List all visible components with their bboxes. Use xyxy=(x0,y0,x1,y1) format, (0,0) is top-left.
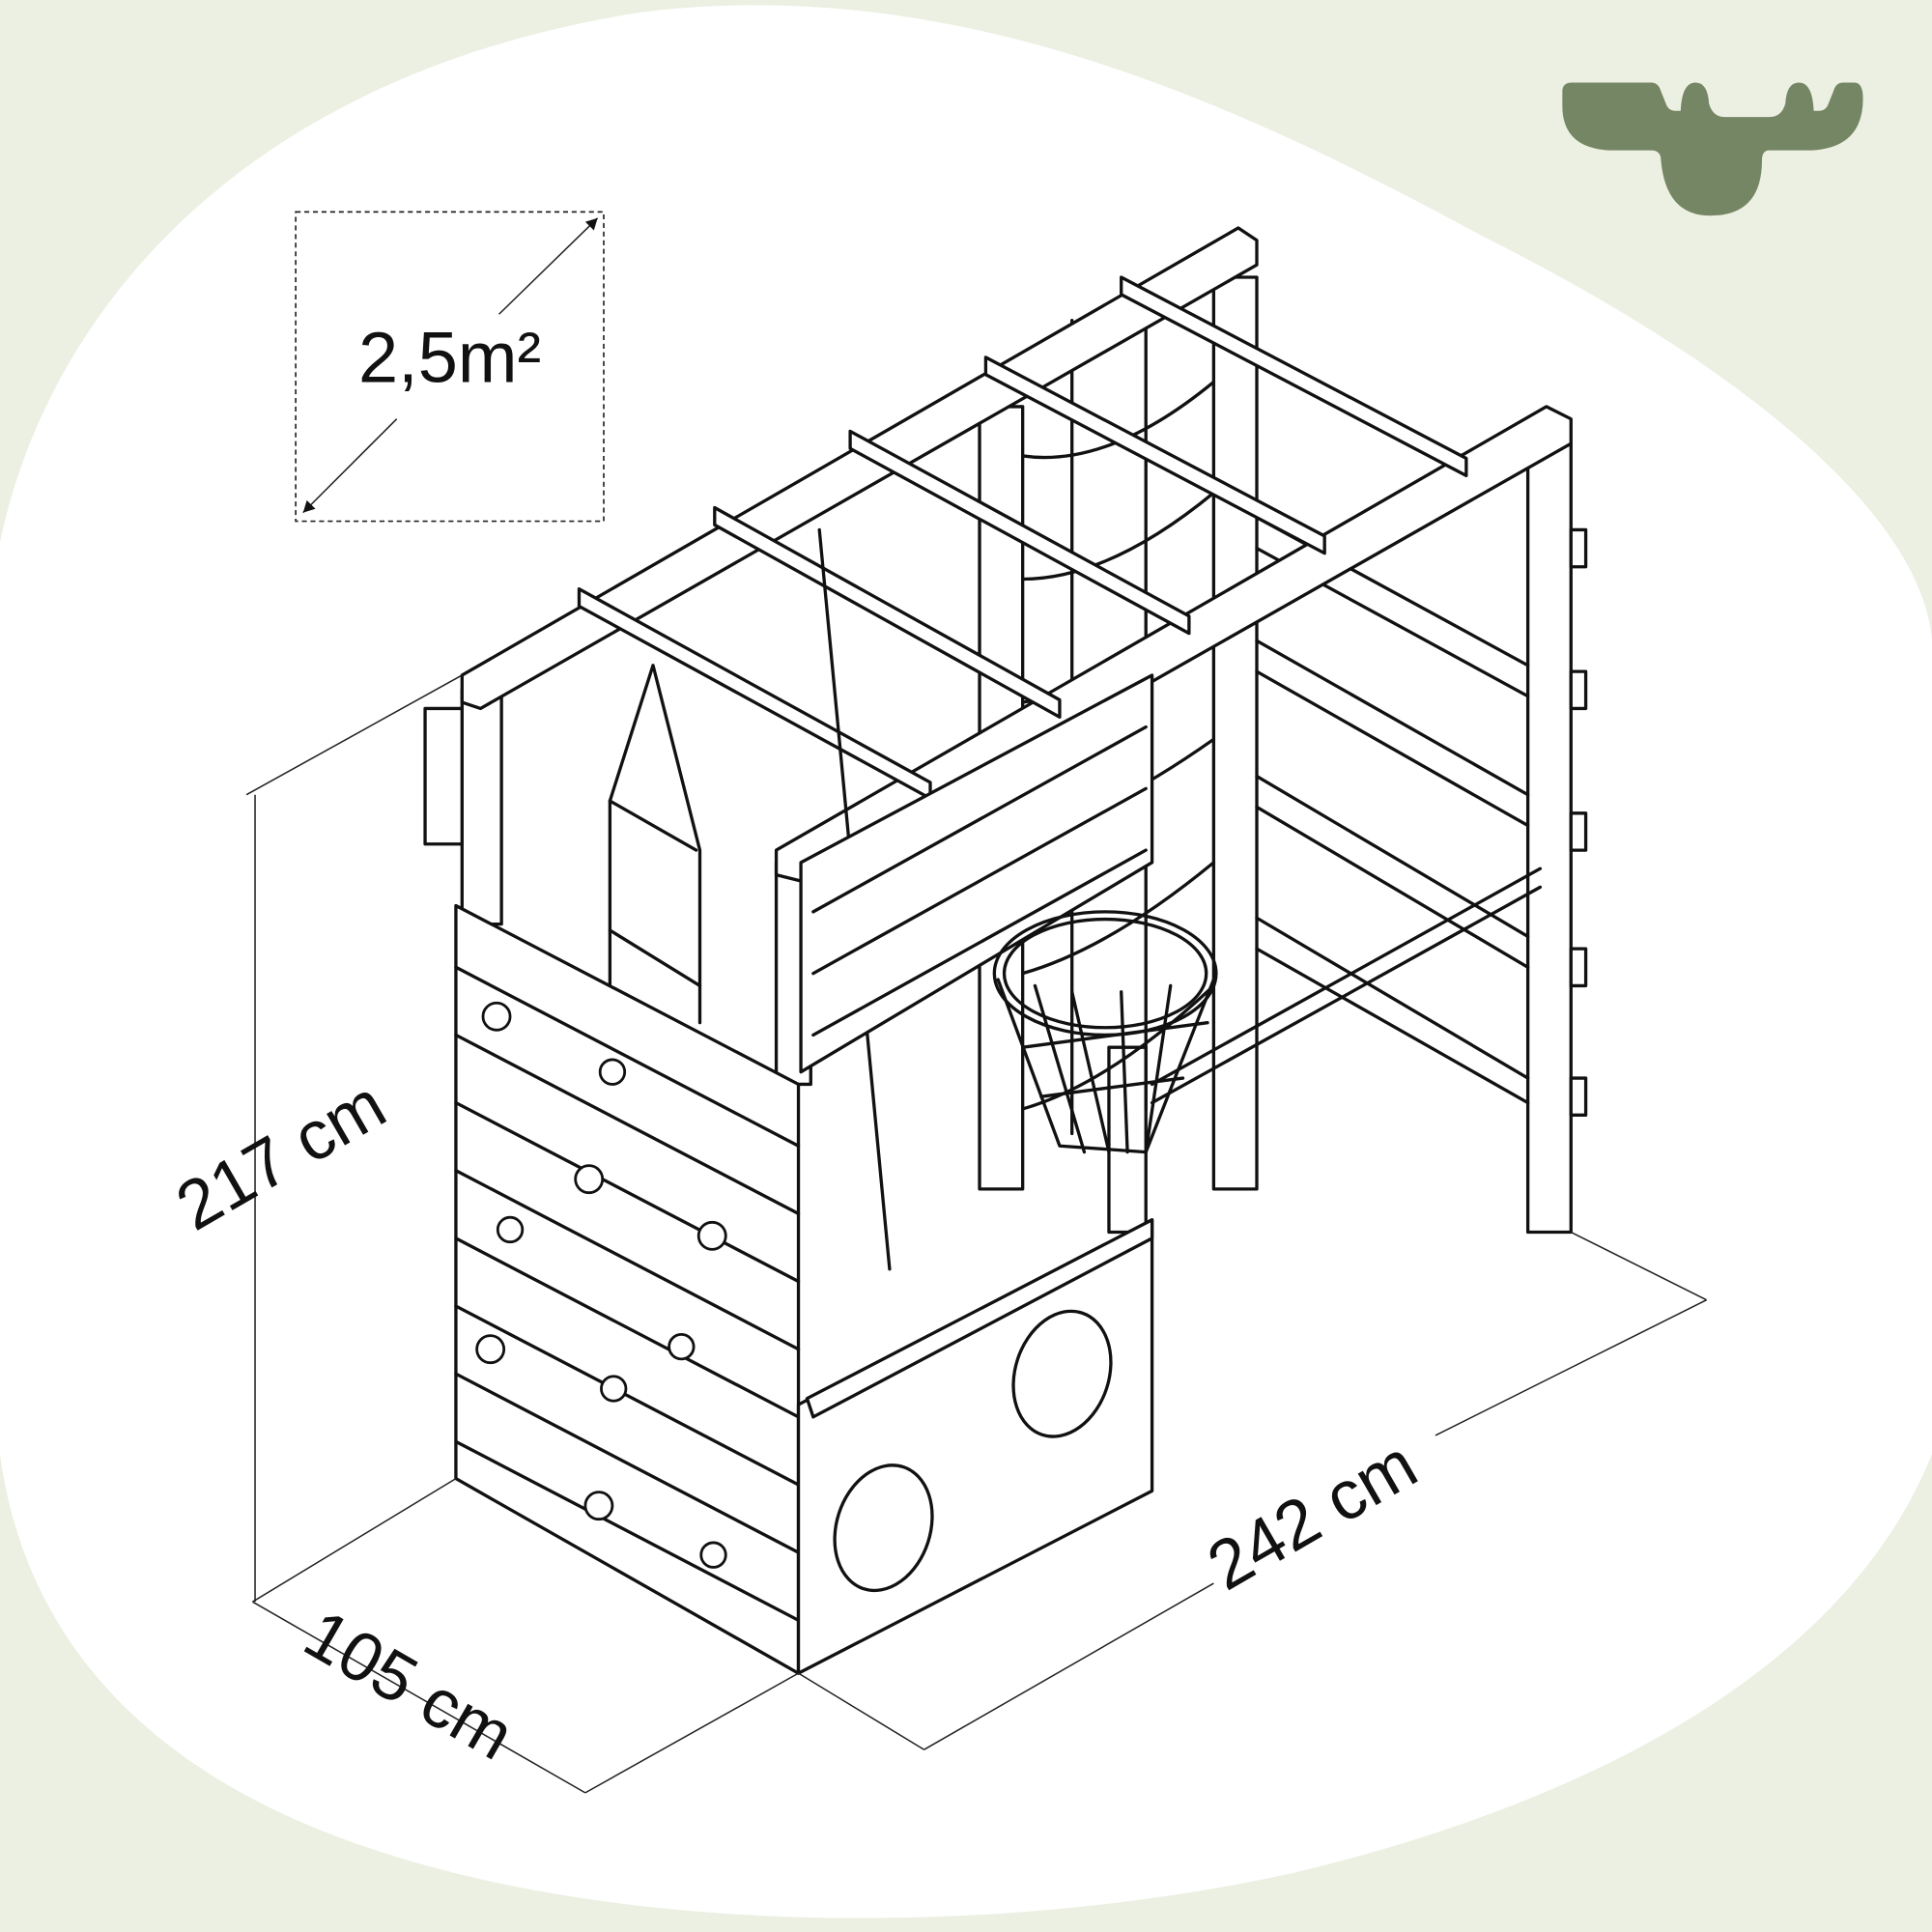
climbing-wall xyxy=(454,903,801,1675)
pull-up-bar xyxy=(1150,867,1543,1105)
porthole xyxy=(1011,1309,1113,1438)
area-label: 2,5m² xyxy=(358,317,541,397)
basketball-hoop xyxy=(992,910,1218,1154)
dimension-lines xyxy=(245,674,1707,1794)
footprint-area-box: 2,5m² xyxy=(295,211,605,523)
climbing-holds xyxy=(475,1001,727,1569)
porthole xyxy=(833,1463,934,1593)
monkey-bar-slats xyxy=(577,275,1468,801)
moose-antlers-logo xyxy=(1562,82,1863,216)
basketball-backboard xyxy=(799,673,1154,1074)
top-frame-rails xyxy=(460,226,1573,883)
side-box xyxy=(796,1218,1154,1675)
